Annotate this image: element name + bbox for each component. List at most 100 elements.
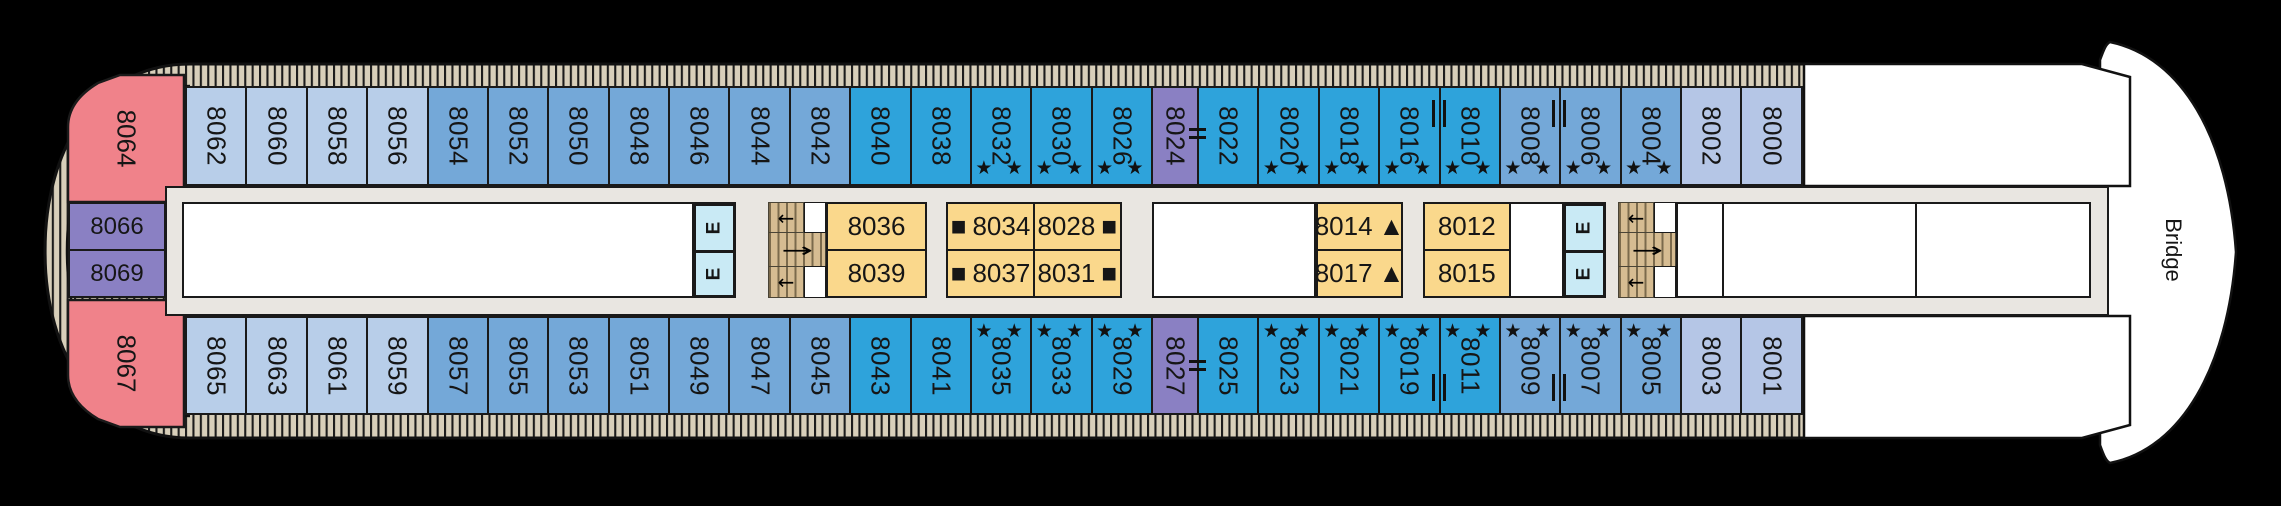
cabin-8053[interactable]: 8053 bbox=[547, 316, 608, 415]
elevator-fwd-1[interactable]: E bbox=[1565, 205, 1603, 250]
cabin-8059[interactable]: 8059 bbox=[366, 316, 427, 415]
cabin-8006[interactable]: 8006★ ★ bbox=[1559, 86, 1620, 186]
stair-flight: → bbox=[1618, 231, 1676, 268]
cabin-number: 8025 bbox=[1213, 335, 1244, 396]
cabin-8056[interactable]: 8056 bbox=[366, 86, 427, 186]
cabin-8015[interactable]: 8015 bbox=[1423, 249, 1511, 298]
elevator-aft-1[interactable]: E bbox=[695, 205, 733, 250]
cabin-8033[interactable]: 8033★ ★ bbox=[1030, 316, 1091, 415]
cabin-8060[interactable]: 8060 bbox=[245, 86, 306, 186]
cabin-8008[interactable]: 8008★ ★ bbox=[1498, 86, 1560, 186]
cabin-8035[interactable]: 8035★ ★ bbox=[969, 316, 1031, 415]
cabin-8028[interactable]: 8028■ bbox=[1032, 202, 1122, 251]
cabin-8032[interactable]: 8032★ ★ bbox=[969, 86, 1031, 186]
cabin-8001[interactable]: 8001 bbox=[1740, 316, 1804, 415]
cabin-8057[interactable]: 8057 bbox=[426, 316, 487, 415]
cabin-8045[interactable]: 8045 bbox=[788, 316, 850, 415]
stair-flight: ← bbox=[768, 202, 804, 233]
cabin-number: 8051 bbox=[624, 335, 655, 396]
cabin-8018[interactable]: 8018★ ★ bbox=[1317, 86, 1379, 186]
cabin-8041[interactable]: 8041 bbox=[909, 316, 970, 415]
cabin-8051[interactable]: 8051 bbox=[607, 316, 668, 415]
cabin-8037[interactable]: ■8037 bbox=[946, 249, 1035, 298]
elevator-aft-2[interactable]: E bbox=[695, 252, 733, 295]
cabin-number: 8015 bbox=[1437, 258, 1496, 288]
cabin-8063[interactable]: 8063 bbox=[245, 316, 306, 415]
cabin-8049[interactable]: 8049 bbox=[668, 316, 729, 415]
cabin-8002[interactable]: 8002 bbox=[1680, 86, 1741, 186]
cabin-8029[interactable]: 8029★ ★ bbox=[1090, 316, 1151, 415]
cabin-8019[interactable]: 8019★ ★ bbox=[1378, 316, 1439, 415]
cabin-8036[interactable]: 8036 bbox=[826, 202, 927, 251]
cabin-8048[interactable]: 8048 bbox=[607, 86, 668, 186]
cabin-number: 8014 bbox=[1314, 211, 1373, 241]
stair-landing bbox=[1654, 266, 1676, 298]
connection-marker-8016 bbox=[1431, 100, 1446, 127]
cabin-8000[interactable]: 8000 bbox=[1740, 86, 1804, 186]
connection-marker-8008 bbox=[1552, 100, 1567, 127]
fwd-room-2 bbox=[1722, 202, 1918, 298]
cabin-8026[interactable]: 8026★ ★ bbox=[1090, 86, 1151, 186]
cabin-number: 8063 bbox=[262, 335, 293, 396]
cabin-8062[interactable]: 8062 bbox=[185, 86, 246, 186]
cabin-number: 8021 bbox=[1334, 335, 1365, 396]
cabin-8022[interactable]: 8022 bbox=[1197, 86, 1258, 186]
cabin-number: 8019 bbox=[1394, 335, 1425, 396]
cabin-8055[interactable]: 8055 bbox=[486, 316, 548, 415]
triangle-icon: ▲ bbox=[1378, 211, 1405, 241]
cabin-8043[interactable]: 8043 bbox=[849, 316, 910, 415]
cabin-8054[interactable]: 8054 bbox=[426, 86, 487, 186]
cabin-8010[interactable]: 8010★ ★ bbox=[1438, 86, 1499, 186]
cabin-8038[interactable]: 8038 bbox=[909, 86, 970, 186]
cabin-8020[interactable]: 8020★ ★ bbox=[1257, 86, 1318, 186]
cabin-8058[interactable]: 8058 bbox=[305, 86, 367, 186]
cabin-8067-label: 8067 bbox=[111, 334, 142, 393]
cabin-8050[interactable]: 8050 bbox=[547, 86, 608, 186]
cabin-number: 8049 bbox=[684, 335, 715, 396]
cabin-8009[interactable]: 8009★ ★ bbox=[1498, 316, 1560, 415]
cabin-8067-shape[interactable] bbox=[66, 298, 186, 429]
two-stars-icon: ★ ★ bbox=[1035, 321, 1088, 342]
elevator-fwd-2[interactable]: E bbox=[1565, 252, 1603, 295]
cabin-8031[interactable]: 8031■ bbox=[1032, 249, 1122, 298]
cabin-8044[interactable]: 8044 bbox=[728, 86, 789, 186]
cabin-8007[interactable]: 8007★ ★ bbox=[1559, 316, 1620, 415]
cabin-number: 8012 bbox=[1437, 211, 1496, 241]
cabin-8021[interactable]: 8021★ ★ bbox=[1317, 316, 1379, 415]
two-stars-icon: ★ ★ bbox=[1383, 321, 1435, 342]
stair-landing bbox=[804, 202, 826, 233]
cabin-8027[interactable]: 8027 bbox=[1151, 316, 1197, 415]
cabin-8014[interactable]: 8014▲ bbox=[1314, 202, 1405, 251]
cabin-8061[interactable]: 8061 bbox=[305, 316, 367, 415]
cabin-number: 8035 bbox=[986, 335, 1017, 396]
cabin-8046[interactable]: 8046 bbox=[668, 86, 729, 186]
cabin-8066[interactable]: 8066 bbox=[68, 202, 166, 251]
cabin-8065[interactable]: 8065 bbox=[185, 316, 246, 415]
cabin-number: 8023 bbox=[1274, 335, 1305, 396]
cabin-8003[interactable]: 8003 bbox=[1680, 316, 1741, 415]
cabin-8011[interactable]: 8011★ ★ bbox=[1438, 316, 1499, 415]
cabin-8040[interactable]: 8040 bbox=[849, 86, 910, 186]
cabin-8047[interactable]: 8047 bbox=[728, 316, 789, 415]
cabin-8052[interactable]: 8052 bbox=[486, 86, 548, 186]
cabin-8034[interactable]: ■8034 bbox=[946, 202, 1035, 251]
cabin-8012[interactable]: 8012 bbox=[1423, 202, 1511, 251]
arrow-left-icon: ← bbox=[1627, 270, 1645, 294]
cabin-8017[interactable]: 8017▲ bbox=[1315, 249, 1404, 298]
bridge-area: Bridge bbox=[2148, 200, 2198, 300]
cabin-8004[interactable]: 8004★ ★ bbox=[1619, 86, 1680, 186]
cabin-8042[interactable]: 8042 bbox=[788, 86, 850, 186]
cabin-8064-shape[interactable] bbox=[66, 73, 186, 204]
cabin-8016[interactable]: 8016★ ★ bbox=[1378, 86, 1439, 186]
cabin-8039[interactable]: 8039 bbox=[826, 249, 927, 298]
cabin-number: 8062 bbox=[201, 106, 232, 166]
cabin-8005[interactable]: 8005★ ★ bbox=[1619, 316, 1680, 415]
cabin-8030[interactable]: 8030★ ★ bbox=[1030, 86, 1091, 186]
cabin-8023[interactable]: 8023★ ★ bbox=[1257, 316, 1318, 415]
cabin-number: 8041 bbox=[926, 335, 957, 396]
cabin-8069[interactable]: 8069 bbox=[68, 249, 166, 298]
stair-landing bbox=[1654, 202, 1676, 233]
cabin-number: 8005 bbox=[1636, 335, 1667, 396]
cabin-8025[interactable]: 8025 bbox=[1197, 316, 1258, 415]
cabin-number: 8043 bbox=[865, 335, 896, 396]
